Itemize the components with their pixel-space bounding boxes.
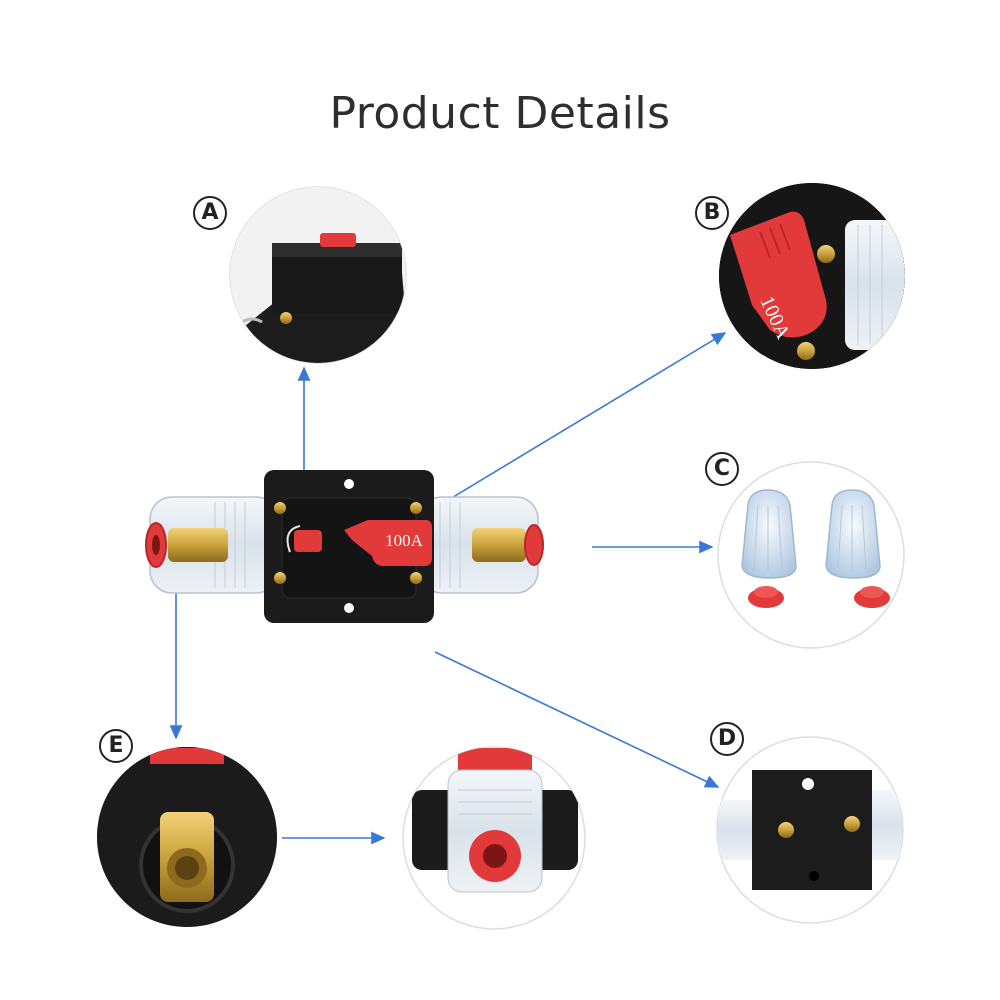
callout-badge-e: E bbox=[99, 729, 133, 763]
reset-button bbox=[294, 530, 322, 552]
clear-cap-left bbox=[741, 489, 797, 579]
closeup-b: 100A bbox=[719, 183, 905, 369]
red-lever bbox=[344, 520, 432, 566]
callout-badge-b: B bbox=[695, 196, 729, 230]
page-title: Product Details bbox=[329, 88, 671, 139]
right-red-cap bbox=[524, 524, 544, 566]
screw bbox=[410, 502, 422, 514]
closeup-a bbox=[229, 186, 407, 364]
closeup-d bbox=[716, 736, 904, 924]
lever-rating: 100A bbox=[385, 531, 424, 550]
main-breaker: 100A bbox=[145, 470, 544, 623]
screw bbox=[274, 502, 286, 514]
callout-badge-d: D bbox=[710, 722, 744, 756]
screw bbox=[410, 572, 422, 584]
clear-cap-right bbox=[825, 489, 881, 579]
screw bbox=[274, 572, 286, 584]
callout-badge-a: A bbox=[193, 196, 227, 230]
callout-badge-c: C bbox=[705, 452, 739, 486]
arrow-to-d bbox=[434, 651, 720, 788]
arrow-to-b bbox=[439, 332, 727, 506]
closeup-e bbox=[97, 747, 277, 927]
closeup-end-view bbox=[402, 746, 586, 930]
lever-closeup bbox=[730, 211, 827, 338]
closeup-c bbox=[717, 461, 905, 649]
